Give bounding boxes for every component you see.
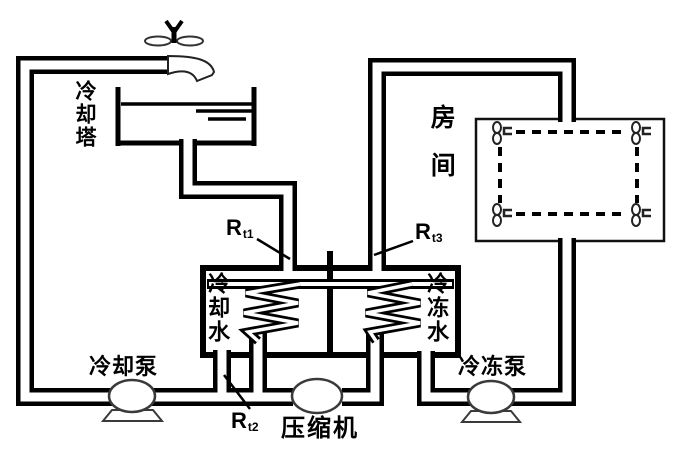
chilled-pump-symbol (459, 379, 523, 423)
sensor-rt3-label: Rt3 (415, 219, 443, 245)
sensor-rt2-label: Rt2 (231, 408, 259, 434)
rt3-subscript: t3 (431, 231, 443, 245)
chilled-pump-label: 冷冻泵 (458, 354, 528, 379)
water-level-lines (121, 102, 252, 121)
rt2-symbol: R (231, 408, 247, 433)
room-box (474, 117, 666, 243)
cooling-tower-basin (115, 87, 257, 146)
cooling-water-supply-pipe (179, 139, 297, 271)
cooling-pump-symbol (100, 378, 165, 422)
evaporator-coil (362, 279, 421, 344)
rt1-pointer (256, 237, 291, 261)
sensor-pointer-lines (223, 237, 414, 410)
tower-fan-icon (144, 19, 204, 47)
compressor-symbol (290, 377, 344, 415)
tower-spout (167, 54, 216, 83)
rt2-pointer (223, 374, 251, 410)
compressor-label: 压缩机 (281, 415, 359, 442)
cooling-tower-label: 冷却塔 (73, 80, 97, 149)
fan-coil-icon (631, 121, 651, 145)
cooling-pump-label: 冷却泵 (89, 354, 159, 379)
pipes-outer (16, 56, 576, 406)
room-label: 房间 (427, 104, 456, 200)
fan-coil-icon (492, 203, 512, 227)
fan-coil-icon (631, 203, 651, 227)
rt1-subscript: t1 (242, 227, 254, 241)
refrigerant-pipe-right (342, 331, 384, 406)
sensor-rt1-label: Rt1 (226, 215, 254, 241)
cooling-water-label: 冷却水 (205, 272, 231, 344)
chilled-water-label: 冷冻水 (424, 272, 450, 344)
room-duct-dashed-loop (498, 130, 639, 216)
fan-coil-icon (492, 121, 512, 145)
rt3-pointer (373, 239, 414, 257)
rt1-symbol: R (226, 215, 242, 240)
condenser-coil (238, 279, 301, 345)
rt2-subscript: t2 (247, 420, 259, 434)
chiller-box (200, 251, 461, 358)
rt3-symbol: R (415, 219, 431, 244)
